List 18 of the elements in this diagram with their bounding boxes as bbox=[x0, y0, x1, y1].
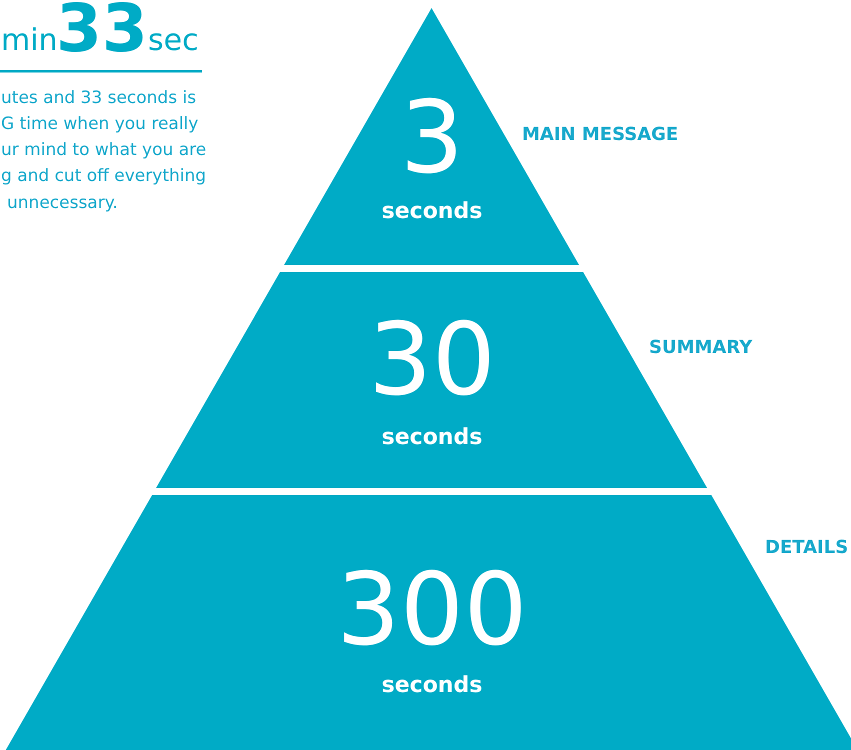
description-text: g and cut off everything bbox=[1, 168, 206, 185]
description-text: ur mind to what you are bbox=[1, 142, 206, 159]
heading-unit: sec bbox=[148, 26, 199, 56]
description-text: unnecessary. bbox=[7, 195, 118, 212]
tier-label: DETAILS bbox=[765, 537, 848, 558]
unit-label: seconds bbox=[382, 201, 482, 223]
tier-label: SUMMARY bbox=[649, 337, 752, 358]
tier-label: MAIN MESSAGE bbox=[522, 124, 678, 145]
heading-unit: min bbox=[1, 26, 58, 56]
heading-number: 33 bbox=[56, 0, 148, 62]
seconds-number: 3 bbox=[400, 88, 464, 188]
pyramid-tier bbox=[284, 8, 580, 265]
description-text: utes and 33 seconds is bbox=[1, 90, 196, 107]
seconds-number: 300 bbox=[336, 560, 528, 660]
unit-label: seconds bbox=[382, 427, 482, 449]
seconds-number: 30 bbox=[368, 310, 496, 410]
unit-label: seconds bbox=[382, 675, 482, 697]
description-text: G time when you really bbox=[1, 116, 198, 133]
